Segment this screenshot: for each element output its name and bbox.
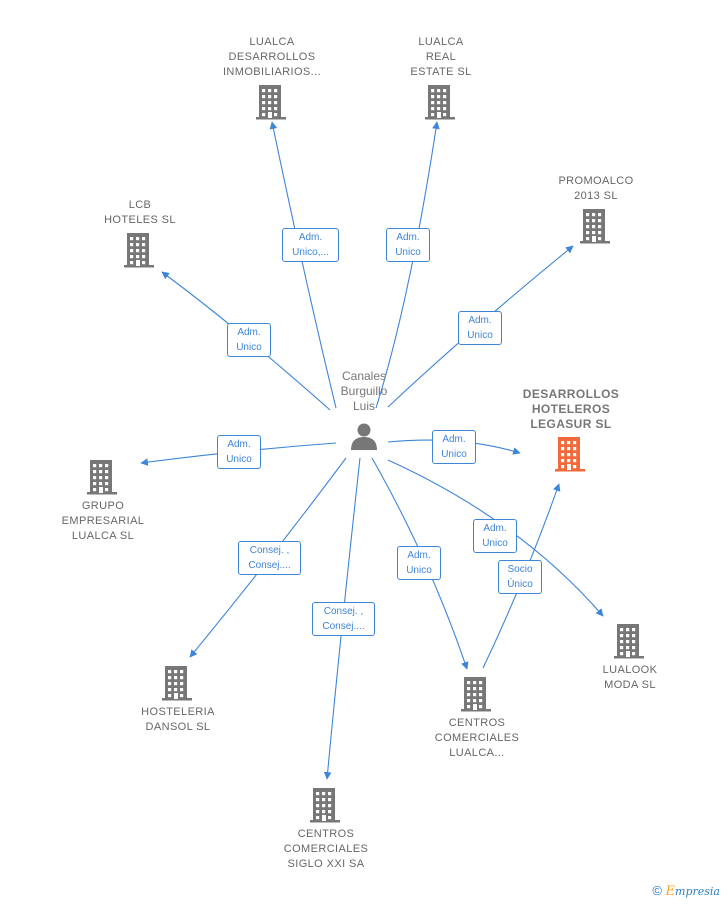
building-icon [103,665,253,701]
relation-label-centros-siglo[interactable]: Consej. ,Consej.... [312,602,375,636]
relation-label-desarrollos-hoteleros[interactable]: Adm.Unico [432,430,476,464]
person-name-line: Burguillo [340,384,388,398]
relation-edge-lualca-desarrollos [269,121,337,409]
relation-label-lualook-moda[interactable]: Adm.Unico [473,519,517,553]
building-icon [521,208,671,244]
relation-label-centros-lualca[interactable]: Adm.Unico [397,546,441,580]
relation-label-lualca-real-estate[interactable]: Adm.Unico [386,228,430,262]
copyright-symbol: © [652,883,662,898]
relation-edge-lualca-real-estate [375,121,440,409]
building-icon [251,787,401,823]
relation-label-lcb-hoteles[interactable]: Adm.Unico [227,323,271,357]
relation-label-lualca-desarrollos[interactable]: Adm.Unico,... [282,228,339,262]
person-name-line: Luis [352,399,375,413]
person-name-line: Canales [341,369,387,383]
empresia-logo: Empresia [665,884,720,899]
relation-label-promoalco[interactable]: Adm.Unico [458,311,502,345]
building-icon [28,459,178,495]
building-icon [366,84,516,120]
building-icon [496,436,646,472]
building-icon [197,84,347,120]
relation-label-hosteleria-dansol[interactable]: Consej. ,Consej.... [238,541,301,575]
person-icon [314,422,414,454]
copyright-footer: © Empresia [652,883,720,899]
building-icon [555,623,705,659]
relation-label-grupo-empresarial[interactable]: Adm.Unico [217,435,261,469]
building-icon [402,676,552,712]
building-icon [65,232,215,268]
